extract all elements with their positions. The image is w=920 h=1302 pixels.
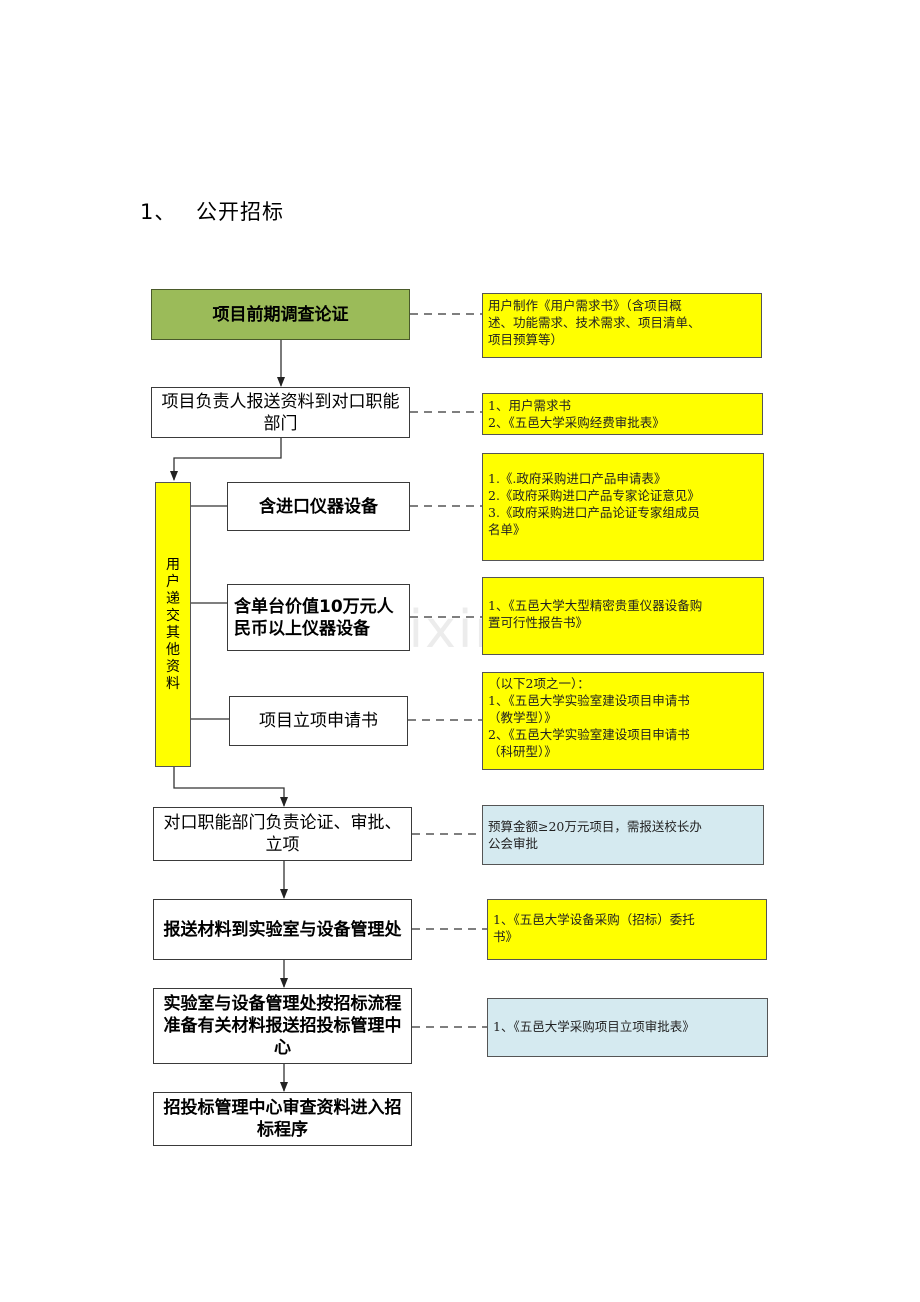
step-submit-to-department-label: 项目负责人报送资料到对口职能部门 <box>161 391 400 434</box>
note-line: 预算金额≥20万元项目，需报送校长办 <box>488 819 702 834</box>
section-title: 公开招标 <box>196 200 284 224</box>
note-line: 1、用户需求书 <box>488 398 571 413</box>
note-feasibility-report: 1、《五邑大学大型精密贵重仪器设备购 置可行性报告书》 <box>482 577 764 655</box>
note-line: 2、《五邑大学采购经费审批表》 <box>488 415 665 430</box>
note-user-requirement-doc: 用户制作《用户需求书》（含项目概 述、功能需求、技术需求、项目清单、 项目预算等… <box>482 293 762 358</box>
note-line: 置可行性报告书》 <box>488 615 589 630</box>
note-line: 3.《政府采购进口产品论证专家组成员 <box>488 505 700 520</box>
branch-project-application-label: 项目立项申请书 <box>259 711 378 731</box>
note-line: 书》 <box>493 929 519 944</box>
step-lab-office-prepare-label: 实验室与设备管理处按招标流程准备有关材料报送招投标管理中心 <box>163 994 402 1058</box>
note-project-approval-form: 1、《五邑大学采购项目立项审批表》 <box>487 998 768 1057</box>
branch-high-value-equipment-label: 含单台价值10万元人民币以上仪器设备 <box>234 596 394 639</box>
user-submit-other-materials-bar: 用 户 递 交 其 他 资 料 <box>155 482 191 767</box>
user-bar-char: 料 <box>166 675 180 692</box>
step-lab-office-prepare: 实验室与设备管理处按招标流程准备有关材料报送招投标管理中心 <box>153 988 412 1064</box>
note-lab-construction-application: （以下2项之一）： 1、《五邑大学实验室建设项目申请书 （教学型）》 2、《五邑… <box>482 672 764 770</box>
note-line: 用户制作《用户需求书》（含项目概 <box>488 298 682 313</box>
branch-project-application: 项目立项申请书 <box>229 696 408 746</box>
note-line: （教学型）》 <box>488 710 557 725</box>
note-import-documents: 1.《.政府采购进口产品申请表》 2.《政府采购进口产品专家论证意见》 3.《政… <box>482 453 764 561</box>
branch-imported-equipment: 含进口仪器设备 <box>227 482 410 531</box>
step-tender-center-review-label: 招投标管理中心审查资料进入招标程序 <box>163 1098 402 1140</box>
note-line: 1、《五邑大学大型精密贵重仪器设备购 <box>488 598 703 613</box>
note-line: （科研型）》 <box>488 744 557 759</box>
note-line: 名单》 <box>488 522 526 537</box>
note-line: 1、《五邑大学实验室建设项目申请书 <box>488 693 690 708</box>
user-bar-char: 资 <box>166 658 180 675</box>
note-line: 2.《政府采购进口产品专家论证意见》 <box>488 488 700 503</box>
step-project-investigation-label: 项目前期调查论证 <box>212 304 349 325</box>
user-bar-char: 交 <box>166 607 180 624</box>
branch-high-value-equipment: 含单台价值10万元人民币以上仪器设备 <box>227 584 410 651</box>
step-submit-to-lab-office-label: 报送材料到实验室与设备管理处 <box>163 919 402 940</box>
note-line: 1、《五邑大学采购项目立项审批表》 <box>493 1019 695 1034</box>
note-line: 2、《五邑大学实验室建设项目申请书 <box>488 727 690 742</box>
branch-imported-equipment-label: 含进口仪器设备 <box>259 496 378 517</box>
arrow-step2-bar <box>170 438 282 481</box>
section-heading: 1、公开招标 <box>140 196 284 226</box>
note-line: 1、《五邑大学设备采购（招标）委托 <box>493 912 695 927</box>
note-president-office-approval: 预算金额≥20万元项目，需报送校长办 公会审批 <box>482 805 764 865</box>
note-procurement-entrustment: 1、《五邑大学设备采购（招标）委托 书》 <box>487 899 767 960</box>
user-bar-char: 递 <box>166 590 180 607</box>
section-number: 1、 <box>140 200 177 224</box>
step-submit-to-lab-office: 报送材料到实验室与设备管理处 <box>153 899 412 960</box>
note-line: 公会审批 <box>488 836 539 851</box>
step-tender-center-review: 招投标管理中心审查资料进入招标程序 <box>153 1092 412 1146</box>
user-bar-char: 其 <box>166 624 180 641</box>
note-line: 述、功能需求、技术需求、项目清单、 <box>488 315 701 330</box>
note-line: （以下2项之一）： <box>488 676 590 691</box>
step-department-approval: 对口职能部门负责论证、审批、立项 <box>153 807 412 861</box>
user-bar-char: 他 <box>166 641 180 658</box>
step-project-investigation: 项目前期调查论证 <box>151 289 410 340</box>
note-line: 项目预算等） <box>488 332 564 347</box>
note-line: 1.《.政府采购进口产品申请表》 <box>488 471 667 486</box>
step-submit-to-department: 项目负责人报送资料到对口职能部门 <box>151 387 410 438</box>
user-bar-char: 户 <box>166 573 180 590</box>
step-department-approval-label: 对口职能部门负责论证、审批、立项 <box>163 813 402 855</box>
user-bar-char: 用 <box>166 556 180 573</box>
note-requirement-and-budget: 1、用户需求书 2、《五邑大学采购经费审批表》 <box>482 393 763 435</box>
arrow-bar-step3 <box>173 767 288 807</box>
